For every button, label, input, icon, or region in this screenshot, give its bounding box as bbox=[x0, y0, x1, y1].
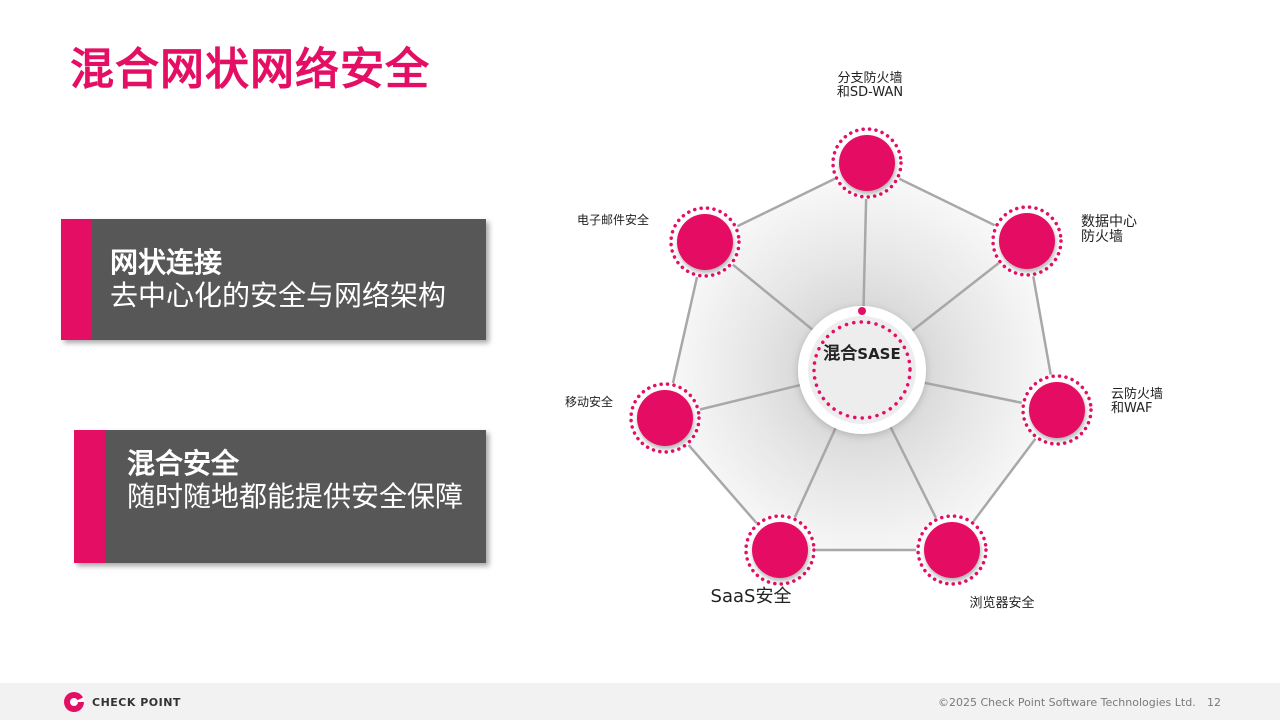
security-nodes bbox=[629, 127, 1093, 586]
node-label: 移动安全 bbox=[565, 394, 613, 409]
node-dotted-ring bbox=[669, 206, 741, 278]
node-label-line: 数据中心 bbox=[1081, 214, 1137, 230]
callout-body: 去中心化的安全与网络架构 bbox=[110, 279, 447, 312]
node-circle bbox=[999, 213, 1055, 269]
node-label-line: 分支防火墙 bbox=[837, 70, 902, 86]
node-label-line: 防火墙 bbox=[1081, 229, 1123, 245]
node-label: 浏览器安全 bbox=[969, 595, 1034, 611]
footer: CHECK POINT ©2025 Check Point Software T… bbox=[0, 683, 1280, 720]
hybrid-sase-hub: 混合SASE bbox=[798, 306, 926, 434]
node-dotted-ring bbox=[1021, 374, 1093, 446]
hub-label-rest: SASE bbox=[857, 345, 900, 363]
node-label: 电子邮件安全 bbox=[577, 212, 649, 227]
node-dotted-ring bbox=[991, 205, 1063, 277]
node-label-line: 和WAF bbox=[1111, 401, 1153, 416]
copyright-text: ©2025 Check Point Software Technologies … bbox=[938, 696, 1196, 709]
brand-name: CHECK POINT bbox=[92, 695, 181, 709]
node-label: 分支防火墙和SD-WAN bbox=[837, 70, 903, 100]
node-label-line: 浏览器安全 bbox=[969, 595, 1034, 611]
node-circle bbox=[637, 390, 693, 446]
security-node bbox=[831, 127, 903, 199]
callout-body: 随时随地都能提供安全保障 bbox=[127, 480, 464, 513]
node-label: 数据中心防火墙 bbox=[1081, 214, 1137, 245]
security-node bbox=[669, 206, 741, 278]
check-point-logo-icon bbox=[64, 692, 84, 712]
node-label-line: 云防火墙 bbox=[1111, 386, 1163, 402]
callout-heading: 混合安全 bbox=[127, 447, 240, 480]
node-circle bbox=[924, 522, 980, 578]
node-label: SaaS安全 bbox=[711, 586, 792, 607]
node-label-line: 移动安全 bbox=[565, 394, 613, 409]
node-dotted-ring bbox=[629, 382, 701, 454]
hub-inner-circle bbox=[808, 316, 916, 424]
security-node bbox=[629, 382, 701, 454]
callout-accent-bar bbox=[61, 219, 92, 340]
node-label-line: 和SD-WAN bbox=[837, 85, 903, 100]
node-label-line: 电子邮件安全 bbox=[577, 212, 649, 227]
hub-label-bold: 混合 bbox=[823, 343, 858, 364]
security-node bbox=[991, 205, 1063, 277]
node-circle bbox=[1029, 382, 1085, 438]
node-dotted-ring bbox=[831, 127, 903, 199]
security-node bbox=[744, 514, 816, 586]
slide-title: 混合网状网络安全 bbox=[70, 44, 430, 95]
node-circle bbox=[677, 214, 733, 270]
security-node bbox=[916, 514, 988, 586]
callout-heading: 网状连接 bbox=[110, 246, 223, 279]
node-circle bbox=[752, 522, 808, 578]
node-label-line: SaaS安全 bbox=[711, 586, 792, 607]
security-node bbox=[1021, 374, 1093, 446]
node-dotted-ring bbox=[744, 514, 816, 586]
callout-mesh-connectivity: 网状连接 去中心化的安全与网络架构 bbox=[61, 219, 486, 340]
node-circle bbox=[839, 135, 895, 191]
check-point-logo: CHECK POINT bbox=[63, 691, 181, 713]
callout-accent-bar bbox=[74, 430, 105, 563]
hub-dotted-ring bbox=[812, 320, 912, 420]
page-number: 12 bbox=[1207, 696, 1221, 709]
hub-label: 混合SASE bbox=[823, 343, 900, 364]
node-dotted-ring bbox=[916, 514, 988, 586]
node-label: 云防火墙和WAF bbox=[1111, 386, 1163, 416]
callout-hybrid-security: 混合安全 随时随地都能提供安全保障 bbox=[74, 430, 486, 563]
hub-marker-dot bbox=[858, 307, 866, 315]
